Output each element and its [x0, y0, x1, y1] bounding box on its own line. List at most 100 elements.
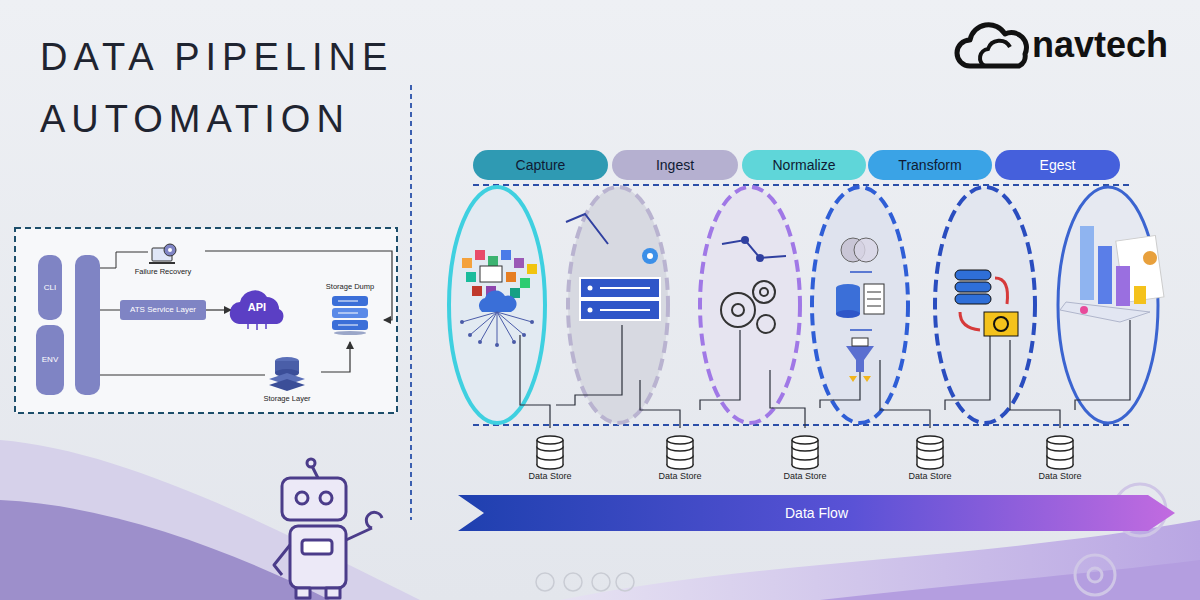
drawing-part [449, 187, 545, 423]
drawing-part [955, 270, 991, 280]
node-text: Data Store [783, 471, 826, 481]
connector-line [206, 309, 231, 310]
drawing-part [248, 324, 266, 330]
stage-pill: Transform [868, 150, 992, 180]
drawing-part [520, 278, 530, 288]
node-text: Ingest [656, 157, 694, 173]
drawing-part [100, 252, 148, 268]
drawing-part [468, 333, 472, 337]
drawing-part [472, 286, 482, 296]
storage-layer: Storage Layer [253, 352, 321, 406]
drawing-part [945, 330, 990, 410]
drawing-part [296, 492, 308, 504]
drawing-part [955, 270, 1018, 336]
drawing-part [849, 376, 871, 382]
drawing-part [512, 340, 516, 344]
drawing-part [462, 312, 497, 322]
drawing-part [537, 436, 563, 444]
drawing-part [1116, 266, 1130, 306]
node-text: Data Store [1038, 471, 1081, 481]
drawing-part [0, 500, 330, 600]
drawing-part [332, 320, 368, 330]
stage-pill: Egest [995, 150, 1120, 180]
storage-dump: Storage Dump [316, 277, 384, 342]
service-box: ATS Service Layer [120, 300, 206, 320]
drawing-part [266, 355, 308, 395]
drawing-part [642, 248, 658, 264]
data-store: Data Store [898, 429, 962, 487]
drawing-part [980, 41, 1010, 66]
drawing-part [466, 272, 476, 282]
data-store-icon [1044, 435, 1076, 471]
drawing-part [820, 560, 1200, 600]
data-store: Data Store [773, 429, 837, 487]
data-flow-arrow: Data Flow [458, 495, 1175, 531]
drawing-part [302, 540, 332, 554]
drawing-part [867, 292, 881, 293]
data-store-icon [664, 435, 696, 471]
storage-dump-icon [328, 292, 372, 336]
drawing-part [230, 290, 284, 324]
drawing-part [864, 284, 884, 314]
cli-bar: CLI [38, 255, 62, 320]
drawing-part [1098, 246, 1112, 304]
drawing-part [850, 271, 872, 273]
drawing-part [566, 214, 660, 320]
drawing-part [732, 304, 744, 316]
drawing-part [332, 308, 368, 318]
drawing-part [722, 240, 786, 258]
data-store-icon [914, 435, 946, 471]
data-store: Data Store [648, 429, 712, 487]
drawing-part [473, 424, 1132, 426]
drawing-part [536, 573, 554, 591]
page-title: DATA PIPELINE AUTOMATION [40, 26, 480, 150]
drawing-part [955, 294, 991, 304]
drawing-part [479, 290, 517, 312]
drawing-part [1060, 226, 1164, 322]
drawing-part [480, 266, 502, 282]
drawing-part [588, 308, 593, 313]
node-text: Data Store [528, 471, 571, 481]
drawing-part [770, 370, 805, 428]
node-text: Normalize [772, 157, 835, 173]
drawing-part [700, 187, 800, 423]
drawing-part [600, 309, 650, 311]
node-text: API [248, 301, 266, 314]
drawing-part [148, 242, 178, 268]
drawing-part [994, 317, 1008, 331]
drawing-part [15, 228, 397, 413]
drawing-part [338, 300, 358, 301]
drawing-part [100, 375, 265, 376]
drawing-part [580, 278, 660, 298]
drawing-part [168, 248, 172, 252]
drawing-part [836, 310, 860, 318]
drawing-part [346, 512, 382, 540]
drawing-part [588, 286, 593, 291]
data-store: Data Store [518, 429, 582, 487]
drawing-part [520, 335, 550, 428]
drawing-part [247, 324, 249, 329]
drawing-part [721, 281, 775, 333]
drawing-part [462, 258, 472, 268]
api-cloud: API [228, 288, 286, 330]
drawing-part [957, 25, 1026, 66]
drawing-part [256, 324, 258, 330]
drawing-part [338, 324, 358, 325]
drawing-part [812, 187, 908, 423]
drawing-part [917, 436, 943, 469]
drawing-part [534, 435, 566, 471]
drawing-part [460, 320, 464, 324]
drawing-part [1075, 320, 1130, 410]
stage-pill: Capture [473, 150, 608, 180]
drawing-part [514, 258, 524, 268]
drawing-part [741, 236, 749, 244]
drawing-part [478, 340, 482, 344]
drawing-part [1060, 302, 1150, 322]
drawing-part [880, 360, 930, 428]
stage-pill: Ingest [612, 150, 738, 180]
data-store-icon [789, 435, 821, 471]
drawing-part [326, 588, 340, 598]
data-store-icon [534, 435, 566, 471]
drawing-part [914, 435, 946, 471]
